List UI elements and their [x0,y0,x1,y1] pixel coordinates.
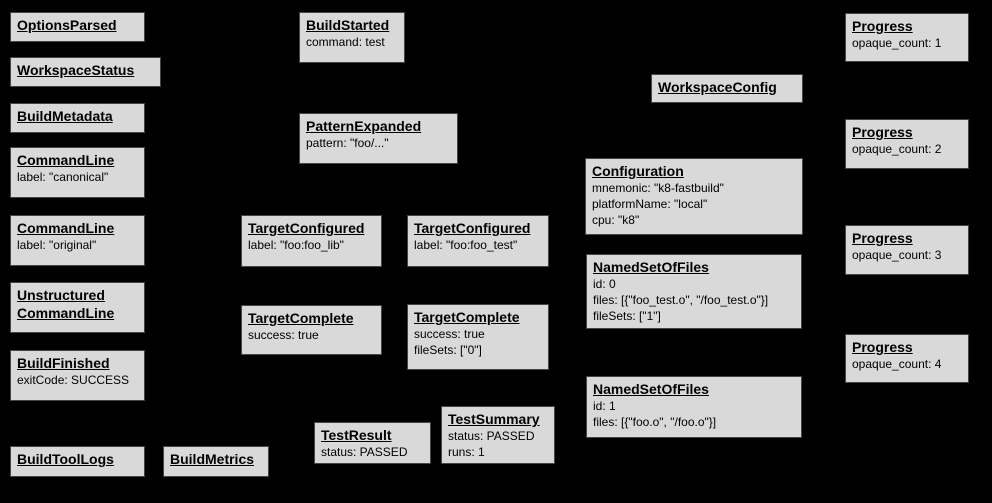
event-box-title: Progress [852,230,913,246]
event-box-field: fileSets: ["0"] [414,343,482,357]
event-box-title: PatternExpanded [306,118,422,134]
event-box-title: TargetConfigured [248,220,365,236]
event-box-title: BuildMetrics [170,451,255,467]
event-box-field: opaque_count: 4 [852,357,942,371]
event-box-field: label: "canonical" [17,170,109,184]
event-box-field: success: true [414,327,485,341]
event-box-field: success: true [248,328,319,342]
event-box-field: id: 0 [593,277,616,291]
event-box-title: NamedSetOfFiles [593,381,709,397]
event-box-title: Configuration [592,163,684,179]
event-box-field: label: "foo:foo_lib" [248,238,344,252]
event-box-field: status: PASSED [321,445,408,459]
event-box-title: OptionsParsed [17,17,117,33]
event-box-progress-2: Progress opaque_count: 2 [845,119,969,169]
event-box-configuration: Configuration mnemonic: "k8-fastbuild" pla… [585,158,803,235]
event-box-pattern-expanded: PatternExpanded pattern: "foo/..." [299,113,458,164]
event-box-title: BuildMetadata [17,108,113,124]
event-box-title: BuildStarted [306,17,390,33]
event-box-build-metadata: BuildMetadata [10,103,145,133]
event-box-field: cpu: "k8" [592,213,640,227]
event-box-title: BuildToolLogs [17,451,114,467]
event-box-title: BuildFinished [17,355,110,371]
event-box-field: platformName: "local" [592,197,708,211]
event-box-field: exitCode: SUCCESS [17,373,130,387]
event-box-progress-3: Progress opaque_count: 3 [845,225,969,275]
event-box-test-result: TestResult status: PASSED [314,422,431,464]
event-box-field: files: [{"foo_test.o", "/foo_test.o"}] [593,293,769,307]
event-box-named-set-of-files-1: NamedSetOfFiles id: 1 files: [{"foo.o", "/… [586,376,802,438]
event-box-title: Unstructured CommandLine [17,287,115,321]
event-box-progress-4: Progress opaque_count: 4 [845,334,969,383]
event-box-field: label: "foo:foo_test" [414,238,518,252]
event-box-title: TargetComplete [414,309,520,325]
event-box-field: id: 1 [593,399,616,413]
event-box-target-configured-foo-lib: TargetConfigured label: "foo:foo_lib" [241,215,382,267]
event-box-title: NamedSetOfFiles [593,259,709,275]
event-box-build-started: BuildStarted command: test [299,12,405,63]
event-box-title: TestResult [321,427,392,443]
event-box-title: Progress [852,124,913,140]
event-box-options-parsed: OptionsParsed [10,12,145,42]
event-box-unstructured-command-line: Unstructured CommandLine [10,282,145,333]
event-box-workspace-status: WorkspaceStatus [10,57,161,87]
event-box-field: fileSets: ["1"] [593,309,661,323]
event-box-named-set-of-files-0: NamedSetOfFiles id: 0 files: [{"foo_test.o… [586,254,802,329]
event-box-title: Progress [852,339,913,355]
event-box-title: CommandLine [17,152,115,168]
event-box-field: label: "original" [17,238,97,252]
event-box-progress-1: Progress opaque_count: 1 [845,13,969,62]
event-box-target-complete-foo-test: TargetComplete success: true fileSets: ["0… [407,304,549,370]
event-box-field: opaque_count: 1 [852,36,942,50]
event-box-title: CommandLine [17,220,115,236]
event-box-field: runs: 1 [448,445,485,459]
event-box-target-complete-foo-lib: TargetComplete success: true [241,305,382,355]
event-box-field: command: test [306,35,385,49]
event-box-build-metrics: BuildMetrics [163,446,269,477]
event-box-title: WorkspaceConfig [658,79,777,95]
event-box-test-summary: TestSummary status: PASSED runs: 1 [441,406,555,464]
event-box-build-finished: BuildFinished exitCode: SUCCESS [10,350,145,401]
event-box-field: mnemonic: "k8-fastbuild" [592,181,724,195]
event-box-target-configured-foo-test: TargetConfigured label: "foo:foo_test" [407,215,549,267]
event-box-field: opaque_count: 3 [852,248,942,262]
event-box-field: pattern: "foo/..." [306,136,389,150]
event-box-title: TestSummary [448,411,540,427]
event-box-build-tool-logs: BuildToolLogs [10,446,145,477]
event-box-field: opaque_count: 2 [852,142,942,156]
event-box-title: Progress [852,18,913,34]
event-box-field: files: [{"foo.o", "/foo.o"}] [593,415,717,429]
event-box-title: TargetConfigured [414,220,531,236]
event-box-title: TargetComplete [248,310,354,326]
event-box-workspace-config: WorkspaceConfig [651,74,803,103]
event-box-field: status: PASSED [448,429,535,443]
event-box-command-line-original: CommandLine label: "original" [10,215,145,266]
event-box-command-line-canonical: CommandLine label: "canonical" [10,147,145,198]
event-box-title: WorkspaceStatus [17,62,135,78]
